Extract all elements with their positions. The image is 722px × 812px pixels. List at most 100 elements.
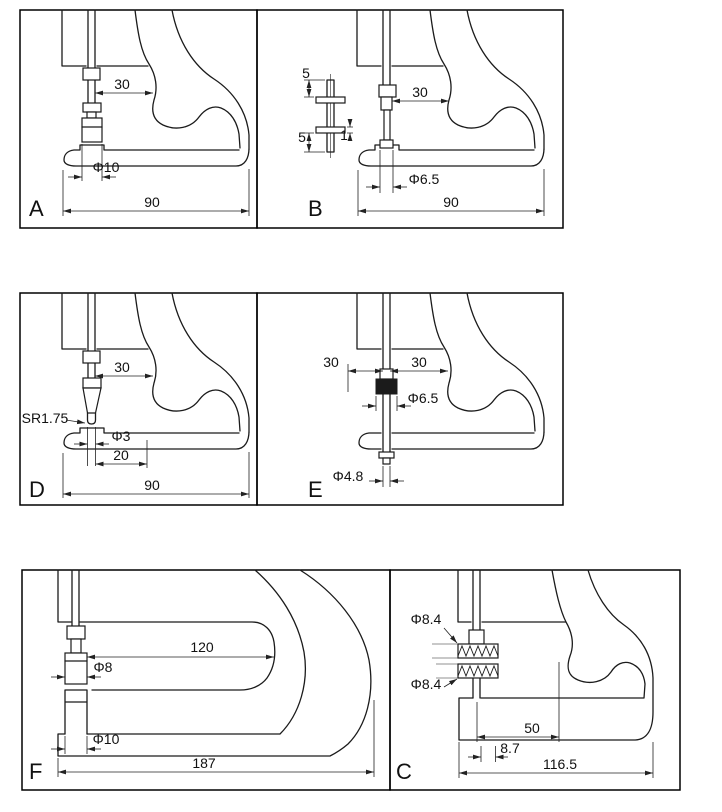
panel-d-dim-tip-dia: Φ3 [112,428,131,444]
panel-e-dim-disc-dia: Φ6.5 [408,390,439,406]
panel-f-spindle-clamp [66,625,86,640]
panel-a-label: A [29,196,44,221]
panel-b-anvil-detail: 5 5 1 [298,65,353,158]
panel-d-anvil-cone [82,387,102,414]
panel-f-dim-upper-dia: Φ8 [94,659,113,675]
panel-f-label: F [29,759,42,784]
panel-b: 5 5 1 30 Φ6.5 90 B [256,9,564,229]
panel-d-label: D [29,477,45,502]
panel-f-lower-anvil [64,689,88,735]
panel-a-frame-outline [61,9,250,167]
panel-b-dim-anvil-dia: Φ6.5 [409,171,440,187]
panel-d-dim-depth: 90 [144,477,160,493]
panel-c-spindle-hub [468,629,485,645]
panel-c-spindle [472,569,481,699]
panel-a-border [19,9,258,229]
panel-e-dim-30-left: 30 [323,354,339,370]
panel-b-detail-dim1: 1 [340,127,348,143]
panel-a-dim-anvil-dia: Φ10 [93,159,120,175]
panel-c-dim-roller-dia-top: Φ8.4 [411,611,442,627]
panel-b-label: B [308,196,323,221]
panel-d: 30 SR1.75 Φ3 20 90 D [19,292,258,506]
panel-b-dim-30: 30 [412,84,428,100]
panel-f-frame-outline [57,569,372,757]
panel-b-detail-disc-upper [315,96,346,104]
panel-d-anvil-ball-tip [86,412,97,425]
panel-e-border [256,292,564,506]
panel-f-dim-dia10-ext [64,736,88,754]
panel-e-tip-flange [378,451,395,459]
panel-f-dimensions: 120 Φ8 Φ10 187 [51,639,375,777]
panel-f-dim-throat: 120 [190,639,214,655]
panel-e-dim-tip-dia-ext [382,466,391,487]
panel-c-dim-50: 50 [524,720,540,736]
panel-c-dim-depth: 116.5 [543,756,577,772]
panel-a-spindle-clamp [82,67,101,81]
panel-c-frame-outline [457,569,654,741]
panel-b-dim-depth: 90 [443,194,459,210]
panel-e-dim-disc-dia-ext [375,396,398,411]
panel-d-dim-tip-radius-leader [65,419,86,425]
panel-d-dim-tip-dia-ext [87,427,96,466]
panel-a: 30 Φ10 90 A [19,9,258,229]
panel-c-roller-upper [457,643,499,659]
panel-f-dim-depth: 187 [192,755,216,771]
panel-c-dim-roller-top-leader [443,627,458,644]
panel-c-dim-87: 8.7 [500,740,520,756]
panel-c-border [389,569,681,791]
panel-b-anvil [378,84,397,149]
panel-b-detail-dim5-bottom: 5 [298,129,306,145]
panel-a-dim-30: 30 [114,76,130,92]
panel-a-dimensions: 30 Φ10 90 [62,76,250,216]
panel-e-label: E [308,477,323,502]
panel-c-dim-roller-dia-bottom: Φ8.4 [411,676,442,692]
panel-c-roller-lower-knurl [457,664,499,678]
panel-c-label: C [396,759,412,784]
panel-d-dimensions: 30 SR1.75 Φ3 20 90 [22,359,250,498]
panel-b-dim-dia-ext [379,150,394,193]
panel-a-anvil-foot [81,117,103,143]
panel-c-dimensions: Φ8.4 Φ8.4 50 8.7 116.5 [411,611,654,778]
panel-b-border [256,9,564,229]
panel-b-dimensions: 30 Φ6.5 90 [357,84,545,216]
panel-b-dim-depth-ext [357,169,545,216]
panel-a-anvil-neck [86,111,97,119]
panel-e-dimensions: 30 30 Φ6.5 Φ4.8 [323,354,448,487]
panel-e-frame-outline [356,292,545,450]
panel-f-anvil-foot [64,652,88,685]
panel-d-spindle [87,292,96,379]
panel-c-dim-87-ext [480,746,496,762]
panel-b-spindle-clamp [378,84,397,98]
panel-a-dim-depth: 90 [144,194,160,210]
panel-c-roller-upper-knurl [457,644,499,658]
panel-f-spindle [71,569,80,627]
panel-b-anvil-foot [379,139,394,149]
panel-b-anvil-shaft [383,109,391,141]
panel-a-dim-depth-ext [62,169,250,216]
panel-d-frame-outline [61,292,250,450]
panel-d-dim-30: 30 [114,359,130,375]
panel-a-anvil-collar [82,102,102,113]
panel-c-dim-roller-bottom-leader [443,678,458,688]
panel-b-detail-disc-lower [315,126,346,134]
panel-d-dim-20: 20 [113,447,129,463]
panel-b-detail-shaft [326,79,335,153]
panel-e-anvil [375,368,398,465]
panel-f-anvil-neck [70,638,82,654]
panel-d-anvil-collar [82,377,102,389]
panel-e-dim-tip-dia: Φ4.8 [333,468,364,484]
panel-b-spindle [382,9,391,86]
panel-b-anvil-collar [380,96,393,111]
panel-d-anvil [82,350,102,425]
panel-d-dim-depth-ext [62,452,250,498]
panel-c: Φ8.4 Φ8.4 50 8.7 116.5 C [389,569,681,791]
panel-d-border [19,292,258,506]
panel-f: 120 Φ8 Φ10 187 F [21,569,391,791]
panel-e-spindle-collar [379,368,394,380]
panel-f-dim-lower-dia: Φ10 [93,731,120,747]
panel-f-upper-anvil [64,625,88,685]
panel-c-roller-ext-lines [432,643,458,679]
panel-c-roller-anvils [457,629,499,679]
